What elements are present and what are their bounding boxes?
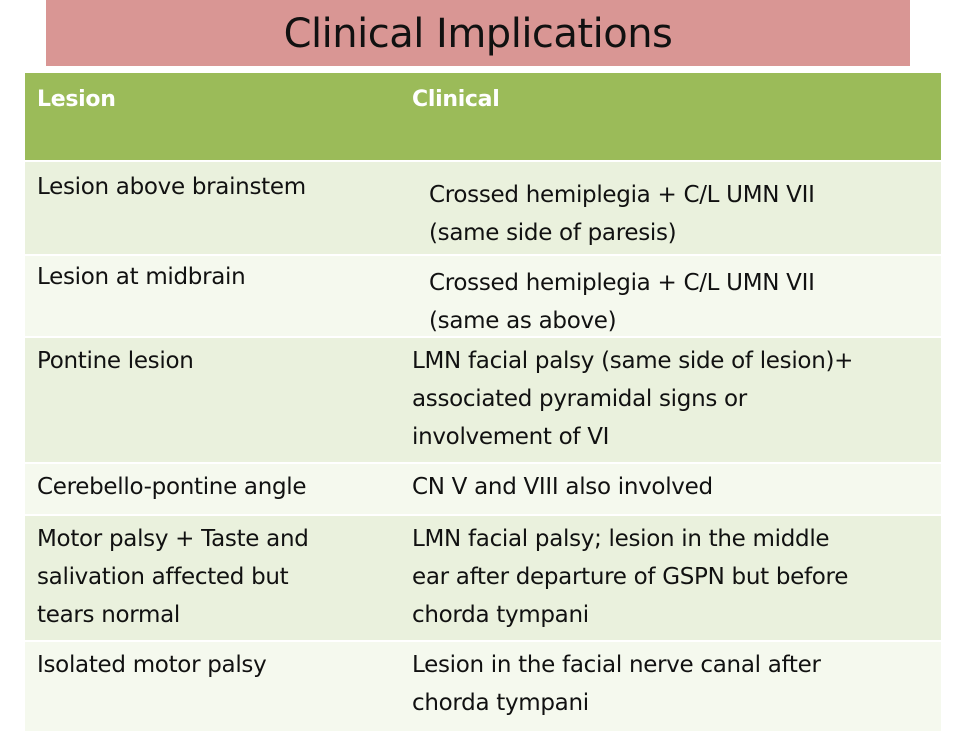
clinical-cell: Crossed hemiplegia + C/L UMN VII (same a… (429, 270, 815, 334)
clinical-cell: Crossed hemiplegia + C/L UMN VII (same s… (429, 182, 815, 246)
clinical-cell: Lesion in the facial nerve canal after c… (412, 652, 821, 716)
table-row: Lesion at midbrain Crossed hemiplegia + … (25, 256, 941, 338)
table-header-row: Lesion Clinical (25, 73, 941, 162)
lesion-cell: Pontine lesion (37, 348, 194, 374)
lesion-cell: Isolated motor palsy (37, 652, 267, 678)
clinical-cell: CN V and VIII also involved (412, 474, 713, 500)
header-clinical: Clinical (412, 87, 500, 112)
lesion-cell: Lesion above brainstem (37, 174, 306, 200)
clinical-cell: LMN facial palsy; lesion in the middle e… (412, 526, 849, 628)
header-lesion: Lesion (37, 87, 116, 112)
table-row: Lesion above brainstem Crossed hemiplegi… (25, 162, 941, 256)
table-row: Cerebello-pontine angle CN V and VIII al… (25, 464, 941, 516)
title-bar: Clinical Implications (46, 0, 910, 66)
lesion-cell: Motor palsy + Taste and salivation affec… (37, 526, 309, 628)
lesion-cell: Cerebello-pontine angle (37, 474, 307, 500)
clinical-cell: LMN facial palsy (same side of lesion)+ … (412, 348, 854, 450)
table-row: Pontine lesion LMN facial palsy (same si… (25, 338, 941, 464)
table-row: Motor palsy + Taste and salivation affec… (25, 516, 941, 642)
slide-title: Clinical Implications (283, 11, 673, 57)
lesion-cell: Lesion at midbrain (37, 264, 246, 290)
table-row: Isolated motor palsy Lesion in the facia… (25, 642, 941, 733)
clinical-table: Lesion Clinical Lesion above brainstem C… (25, 73, 941, 733)
